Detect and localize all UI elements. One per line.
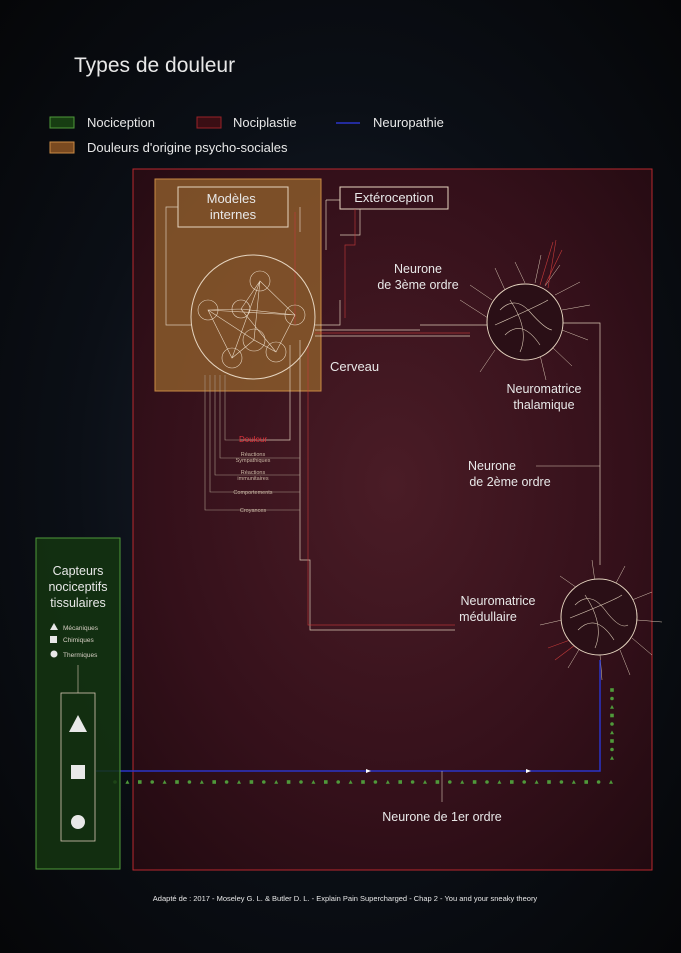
nociception-mark (398, 780, 402, 784)
output-pain: Douleur (239, 435, 267, 444)
thalamic-neuromatrix (459, 239, 591, 381)
nociception-mark (610, 713, 614, 718)
nociception-mark (199, 780, 204, 784)
nociception-mark (559, 780, 564, 784)
nociception-mark (610, 688, 614, 692)
nociception-mark (162, 780, 167, 784)
nociception-mark (547, 780, 551, 784)
exteroception-box (339, 186, 449, 210)
nociception-mark (262, 780, 266, 784)
nociception-mark (435, 780, 440, 784)
nociception-mark (610, 696, 614, 701)
legend-swatch-psycho (49, 141, 75, 154)
nociception-mark (610, 747, 614, 752)
brain-network (190, 254, 316, 380)
legend: Nociception Nociplastie Neuropathie Doul… (49, 115, 444, 155)
internal-models-label: Modèles internes (207, 191, 260, 222)
nociception-mark (448, 780, 452, 784)
nociception-mark (299, 780, 303, 784)
sensor-chemical-label: Chimiques (63, 637, 94, 644)
legend-label-psycho: Douleurs d'origine psycho-sociales (87, 140, 288, 155)
sensor-legend: Mécaniques Chimiques Thermiques (50, 623, 99, 659)
nociception-mark (610, 756, 614, 760)
triangle-receptor-icon (69, 715, 87, 732)
nociception-mark (423, 780, 427, 784)
nociception-mark (324, 780, 328, 784)
nociception-mark (571, 780, 576, 784)
nociception-mark (361, 780, 365, 784)
square-receptor-icon (71, 765, 85, 779)
nociception-mark (336, 780, 341, 784)
nociception-mark (125, 780, 130, 784)
nociception-mark (274, 780, 279, 784)
sensor-mechanical-label: Mécaniques (63, 625, 99, 632)
nociception-mark (460, 780, 465, 784)
nociception-mark (150, 780, 154, 784)
exteroception-label: Extéroception (354, 190, 434, 205)
output-behaviors: Comportements (233, 490, 272, 496)
neuropathy-path (96, 660, 601, 772)
nociception-mark (187, 780, 192, 784)
circle-receptor-icon (71, 815, 85, 829)
brain-connections (165, 199, 601, 631)
first-order-neuron-label: Neurone de 1er ordre (382, 810, 502, 824)
nociception-mark (596, 780, 601, 784)
nociception-zone (35, 537, 121, 870)
nociception-mark (610, 705, 614, 709)
brain-nodes (197, 270, 306, 369)
nociplastie-paths (294, 209, 470, 626)
brain-label: Cerveau (330, 359, 379, 374)
nociception-mark (497, 780, 502, 784)
nociception-mark (410, 780, 415, 784)
spinal-neuromatrix (539, 559, 663, 681)
receptor-column (60, 692, 96, 842)
nociception-mark (610, 722, 614, 726)
credit: Adapté de : 2017 - Moseley G. L. & Butle… (153, 894, 538, 903)
psycho-social-zone (154, 178, 322, 392)
nociception-mark (610, 730, 614, 735)
nociception-mark (522, 780, 526, 784)
nociception-mark (485, 780, 489, 784)
nociception-mark (138, 780, 142, 784)
nociception-mark (311, 780, 316, 784)
nociception-mark (472, 780, 477, 784)
nociception-mark (534, 780, 539, 784)
nociception-mark (510, 780, 514, 784)
nociception-mark (237, 780, 241, 784)
nociception-mark (286, 780, 291, 784)
nociception-mark (385, 780, 390, 784)
legend-swatch-nociplastie (196, 116, 222, 129)
legend-label-nociplastie: Nociplastie (233, 115, 297, 130)
output-beliefs: Croyances (240, 508, 267, 514)
nociception-mark (373, 780, 378, 784)
legend-swatch-nociception (49, 116, 75, 129)
nociception-mark (584, 780, 588, 784)
legend-label-neuropathie: Neuropathie (373, 115, 444, 130)
nociception-mark (348, 780, 353, 784)
nociception-mark (224, 780, 229, 784)
nociception-mark (610, 739, 614, 743)
nociception-mark (609, 780, 613, 784)
legend-label-nociception: Nociception (87, 115, 155, 130)
nociception-mark (212, 780, 216, 784)
nociception-mark (249, 780, 254, 784)
nociception-mark (175, 780, 179, 784)
page-title: Types de douleur (74, 54, 235, 77)
sensor-thermal-label: Thermiques (63, 652, 98, 659)
